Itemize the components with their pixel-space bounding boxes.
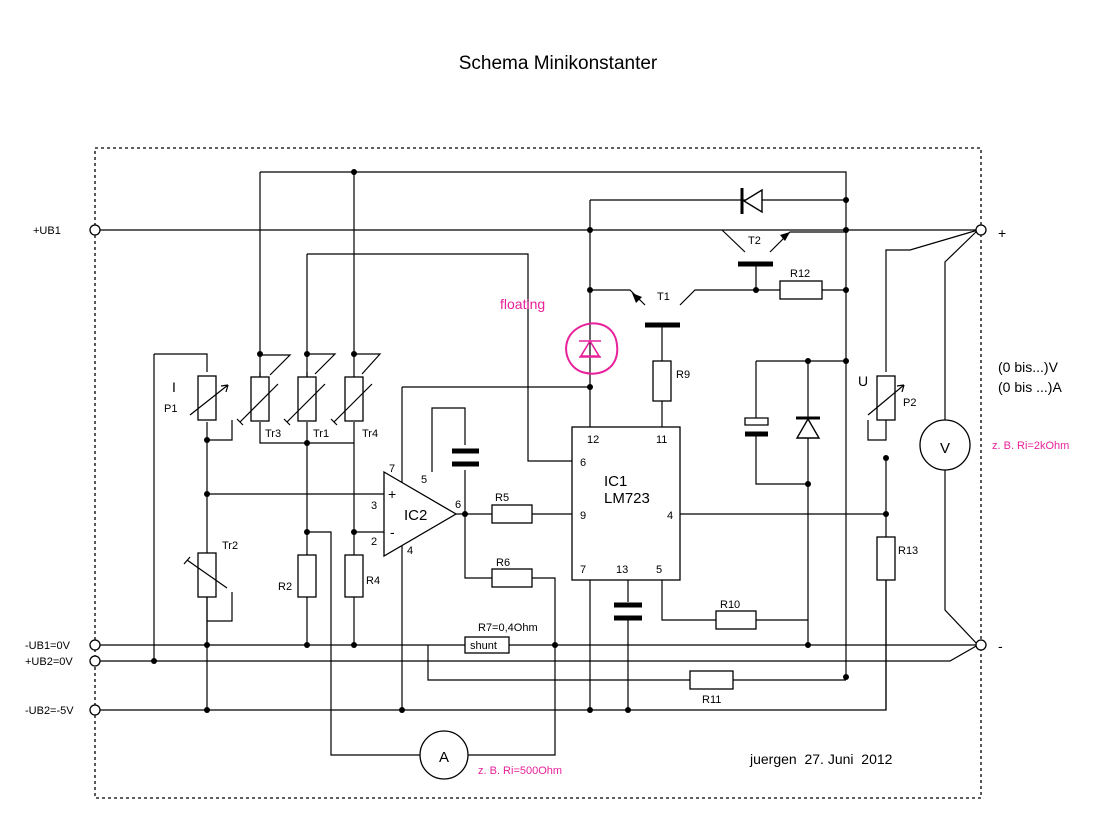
resistor-r11: R11 [689,670,734,706]
tr3-label: Tr3 [265,428,281,440]
capacitor-right [744,417,769,437]
ic1-type: LM723 [604,490,650,507]
terminal-out-plus [975,224,987,236]
ammeter-ri-note: z. B. Ri=500Ohm [478,765,562,777]
ic2-label: IC2 [404,507,427,524]
r10-label: R10 [720,599,740,611]
author-date-note: juergen 27. Juni 2012 [749,751,893,767]
potentiometer-p1: I P1 [164,375,229,421]
r9-label: R9 [676,369,690,381]
p1-label: P1 [164,403,177,415]
ic1-pin12: 12 [587,434,599,446]
terminals: +UB1 -UB1=0V +UB2=0V -UB2=-5V + - [25,224,1006,717]
t1-label: T1 [657,291,670,303]
r12-label: R12 [790,268,810,280]
ic2-pin5: 5 [421,474,427,486]
terminal-ub2-minus [89,704,101,716]
range-voltage-note: (0 bis...)V [998,359,1059,375]
tr2-label: Tr2 [222,540,238,552]
terminal-ub1-plus [89,224,101,236]
ic2-pin3: 3 [371,500,377,512]
r5-label: R5 [495,492,509,504]
transistor-t1: T1 [632,291,680,328]
diagram-title: Schema Minikonstanter [459,53,658,74]
resistor-r7-shunt: shunt R7=0,4Ohm [464,622,538,654]
junction-dots [151,169,889,713]
shunt-label: shunt [470,640,497,652]
label-ub1-plus: +UB1 [33,225,61,237]
ic1-pin11: 11 [656,434,667,446]
trimmer-tr4: Tr4 [330,376,378,440]
trimmer-tr3: Tr3 [236,376,281,440]
resistor-r12: R12 [779,268,823,300]
label-out-plus: + [998,225,1006,241]
regulator-ic1: IC1 LM723 12 11 6 9 4 7 13 5 [571,426,681,581]
ic1-pin7: 7 [580,564,586,576]
ic1-pin4: 4 [667,510,673,522]
transistor-t2: T2 [738,232,790,267]
ic1-pin9: 9 [580,510,586,522]
label-out-minus: - [998,638,1003,654]
diode-protection [740,188,763,214]
diode-right [795,416,821,439]
resistor-r9: R9 [652,360,690,402]
trimmer-tr2: Tr2 [183,540,238,598]
terminal-ub2-plus [89,655,101,667]
ic1-label: IC1 [604,473,627,490]
r13-label: R13 [898,545,918,557]
capacitor-ic1-comp [614,602,642,621]
p2-mark: U [858,373,868,389]
t2-label: T2 [748,235,761,247]
wiring [95,171,979,756]
ic1-pin5: 5 [656,564,662,576]
capacitor-ic2-comp [452,448,479,467]
resistor-r4: R4 [344,554,380,598]
enclosure-border [94,147,982,799]
r2-label: R2 [278,581,292,593]
range-current-note: (0 bis ...)A [998,379,1062,395]
ic2-pin7: 7 [389,463,395,475]
label-ub2-plus: +UB2=0V [25,656,73,668]
ammeter-symbol: A [439,749,449,766]
r6-label: R6 [496,557,510,569]
label-ub1-minus: -UB1=0V [25,640,71,652]
resistor-r5: R5 [491,492,533,524]
terminal-ub1-minus [89,639,101,651]
ic2-pin4: 4 [407,545,413,557]
ic1-pin6: 6 [580,457,586,469]
ic2-pin6: 6 [455,499,461,511]
r7-label: R7=0,4Ohm [478,622,538,634]
floating-note: floating [500,296,545,312]
ic2-pin2: 2 [371,536,377,548]
r11-label: R11 [702,694,721,706]
ammeter: A [419,730,469,780]
trimmer-tr1: Tr1 [283,376,329,440]
resistor-r13: R13 [876,536,918,581]
opamp-ic2: IC2 + - 7 5 3 2 6 4 [371,463,461,558]
resistor-r10: R10 [715,599,757,630]
voltmeter-ri-note: z. B. Ri=2kOhm [992,440,1069,452]
tr4-label: Tr4 [362,428,378,440]
voltmeter: V [919,419,971,471]
p1-mark: I [172,379,176,395]
r4-label: R4 [366,575,380,587]
ic2-plus: + [388,486,396,502]
voltmeter-symbol: V [940,440,950,457]
label-ub2-minus: -UB2=-5V [25,705,74,717]
terminal-out-minus [975,639,987,651]
p2-label: P2 [903,397,916,409]
tr1-label: Tr1 [313,428,329,440]
ic2-minus: - [390,524,395,540]
resistor-r6: R6 [491,557,533,588]
ic1-pin13: 13 [616,564,628,576]
resistor-r2: R2 [278,554,317,598]
floating-zener-annotation: floating [500,296,619,375]
potentiometer-p2: U P2 [858,373,916,421]
